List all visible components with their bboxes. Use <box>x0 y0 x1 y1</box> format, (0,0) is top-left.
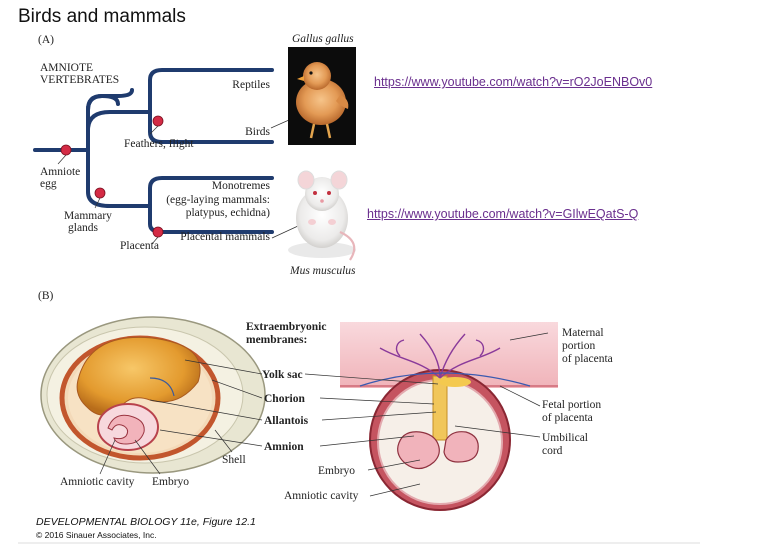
chicken-video-link[interactable]: https://www.youtube.com/watch?v=rO2JoENB… <box>374 75 653 89</box>
egg-label-amniotic-cavity: Amniotic cavity <box>60 476 135 488</box>
trait-mammary-line2: glands <box>68 222 99 234</box>
egg-label-embryo: Embryo <box>152 476 190 488</box>
tree-lower-fork <box>148 176 274 208</box>
tree-upper-join <box>86 110 152 132</box>
egg-label-shell: Shell <box>222 454 246 466</box>
membrane-yolk-sac: Yolk sac <box>262 369 303 381</box>
node-mammary <box>94 187 106 199</box>
placenta-umbilical-line2: cord <box>542 445 563 457</box>
figure-credit: DEVELOPMENTAL BIOLOGY 11e, Figure 12.1 <box>36 516 256 528</box>
placenta-amniotic-cavity: Amniotic cavity <box>284 490 359 502</box>
trait-mammary-line1: Mammary <box>64 210 112 222</box>
taxon-monotremes-desc2: platypus, echidna) <box>185 207 270 219</box>
copyright-notice: © 2016 Sinauer Associates, Inc. <box>36 530 157 540</box>
placenta-maternal-line3: of placenta <box>562 353 613 365</box>
panel-a-label: (A) <box>38 34 54 46</box>
taxon-placental-mammals: Placental mammals <box>180 231 270 243</box>
trait-feathers-flight: Feathers, flight <box>124 138 194 150</box>
page-title: Birds and mammals <box>18 6 186 27</box>
trait-placenta: Placenta <box>120 240 159 252</box>
mouse-photo <box>288 170 356 261</box>
membrane-chorion: Chorion <box>264 393 305 405</box>
tree-sauropsid-stem <box>86 93 120 152</box>
tree-lower-join <box>86 148 152 208</box>
placenta-fetal-line2: of placenta <box>542 412 593 424</box>
group-label-line2: VERTEBRATES <box>40 74 120 86</box>
tree-birds-branch <box>148 110 274 144</box>
membrane-allantois: Allantois <box>264 415 309 427</box>
node-amniote-egg <box>60 144 72 156</box>
membrane-amnion: Amnion <box>264 441 304 453</box>
amniote-egg-illustration <box>40 316 266 474</box>
placenta-illustration <box>340 322 558 511</box>
placenta-umbilical-line1: Umbilical <box>542 432 588 444</box>
taxon-monotremes-desc1: (egg-laying mammals: <box>166 194 270 206</box>
taxon-monotremes: Monotremes <box>211 180 270 192</box>
placenta-maternal-line1: Maternal <box>562 327 604 339</box>
membranes-heading-line2: membranes: <box>246 334 308 346</box>
membranes-heading-line1: Extraembryonic <box>246 321 327 333</box>
placenta-embryo: Embryo <box>318 465 356 477</box>
placenta-fetal-line1: Fetal portion <box>542 399 602 411</box>
species-chicken: Gallus gallus <box>292 33 354 45</box>
tree-upper-fork <box>148 68 274 114</box>
placental-pointer <box>271 225 299 239</box>
taxon-reptiles: Reptiles <box>232 79 270 91</box>
species-mouse: Mus musculus <box>290 265 356 277</box>
group-label-line1: AMNIOTE <box>40 62 94 74</box>
node-feathers <box>152 115 164 127</box>
chicken-photo <box>288 47 356 145</box>
trait-amniote-line1: Amniote <box>40 166 81 178</box>
mouse-video-link[interactable]: https://www.youtube.com/watch?v=GIlwEQat… <box>367 207 639 221</box>
placenta-maternal-line2: portion <box>562 340 596 352</box>
panel-b-label: (B) <box>38 290 54 302</box>
taxon-birds: Birds <box>245 126 270 138</box>
trait-amniote-line2: egg <box>40 178 57 190</box>
